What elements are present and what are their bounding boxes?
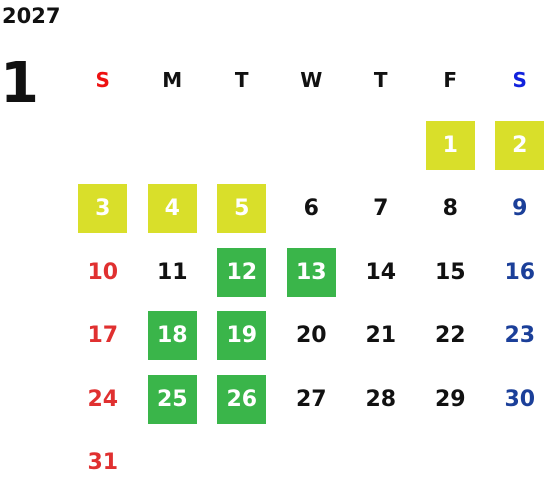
day-cell[interactable]: 6 [277, 177, 347, 241]
day-number: 21 [365, 323, 397, 349]
day-number: 27 [295, 386, 327, 412]
day-number: 24 [87, 386, 119, 412]
weekday-header-fri: F [443, 68, 458, 92]
year-label: 2027 [2, 4, 61, 28]
day-number: 17 [87, 323, 119, 349]
day-cell[interactable]: 25 [138, 368, 208, 432]
day-number: 31 [87, 450, 119, 476]
empty-cell [207, 114, 277, 178]
day-cell[interactable]: 17 [68, 304, 138, 368]
day-number: 11 [156, 259, 188, 285]
day-cell[interactable]: 30 [485, 368, 548, 432]
day-number: 12 [217, 247, 267, 297]
day-number: 28 [365, 386, 397, 412]
day-number: 19 [217, 311, 267, 361]
day-number: 23 [504, 323, 536, 349]
day-number: 25 [147, 374, 197, 424]
day-number: 4 [147, 184, 197, 234]
day-number: 26 [217, 374, 267, 424]
day-cell[interactable]: 27 [277, 368, 347, 432]
day-cell[interactable]: 14 [346, 241, 416, 305]
empty-cell [138, 114, 208, 178]
day-cell[interactable]: 22 [416, 304, 486, 368]
day-cell[interactable]: 26 [207, 368, 277, 432]
day-cell[interactable]: 2 [485, 114, 548, 178]
day-cell[interactable]: 11 [138, 241, 208, 305]
day-number: 29 [434, 386, 466, 412]
day-number: 5 [217, 184, 267, 234]
day-cell[interactable]: 9 [485, 177, 548, 241]
day-number: 8 [442, 196, 458, 222]
day-cell[interactable]: 23 [485, 304, 548, 368]
weekday-header-sun: S [95, 68, 110, 92]
day-cell[interactable]: 15 [416, 241, 486, 305]
day-number: 18 [147, 311, 197, 361]
empty-cell [346, 114, 416, 178]
weekday-header-mon: M [162, 68, 183, 92]
day-cell[interactable]: 21 [346, 304, 416, 368]
day-cell[interactable]: 8 [416, 177, 486, 241]
day-cell[interactable]: 16 [485, 241, 548, 305]
day-cell[interactable]: 3 [68, 177, 138, 241]
day-number: 9 [512, 196, 528, 222]
day-number: 30 [504, 386, 536, 412]
weekday-header-wed: W [300, 68, 323, 92]
day-number: 6 [303, 196, 319, 222]
day-cell[interactable]: 7 [346, 177, 416, 241]
day-cell[interactable]: 13 [277, 241, 347, 305]
day-number: 16 [504, 259, 536, 285]
day-cell[interactable]: 5 [207, 177, 277, 241]
day-number: 10 [87, 259, 119, 285]
weekday-header-thu: T [373, 68, 388, 92]
weekday-header-tue: T [234, 68, 249, 92]
day-number: 20 [295, 323, 327, 349]
empty-cell [277, 114, 347, 178]
day-cell[interactable]: 12 [207, 241, 277, 305]
day-number: 3 [78, 184, 128, 234]
day-cell[interactable]: 4 [138, 177, 208, 241]
day-number: 15 [434, 259, 466, 285]
day-number: 22 [434, 323, 466, 349]
empty-cell [68, 114, 138, 178]
day-number: 13 [286, 247, 336, 297]
day-cell[interactable]: 20 [277, 304, 347, 368]
day-cell[interactable]: 18 [138, 304, 208, 368]
day-number: 14 [365, 259, 397, 285]
day-cell[interactable]: 31 [68, 431, 138, 495]
day-cell[interactable]: 28 [346, 368, 416, 432]
day-cell[interactable]: 29 [416, 368, 486, 432]
weekday-header-sat: S [512, 68, 527, 92]
day-cell[interactable]: 10 [68, 241, 138, 305]
day-cell[interactable]: 1 [416, 114, 486, 178]
day-number: 7 [373, 196, 389, 222]
day-number: 1 [425, 120, 475, 170]
day-number: 2 [495, 120, 545, 170]
day-cell[interactable]: 19 [207, 304, 277, 368]
month-label: 1 [0, 51, 39, 116]
day-cell[interactable]: 24 [68, 368, 138, 432]
